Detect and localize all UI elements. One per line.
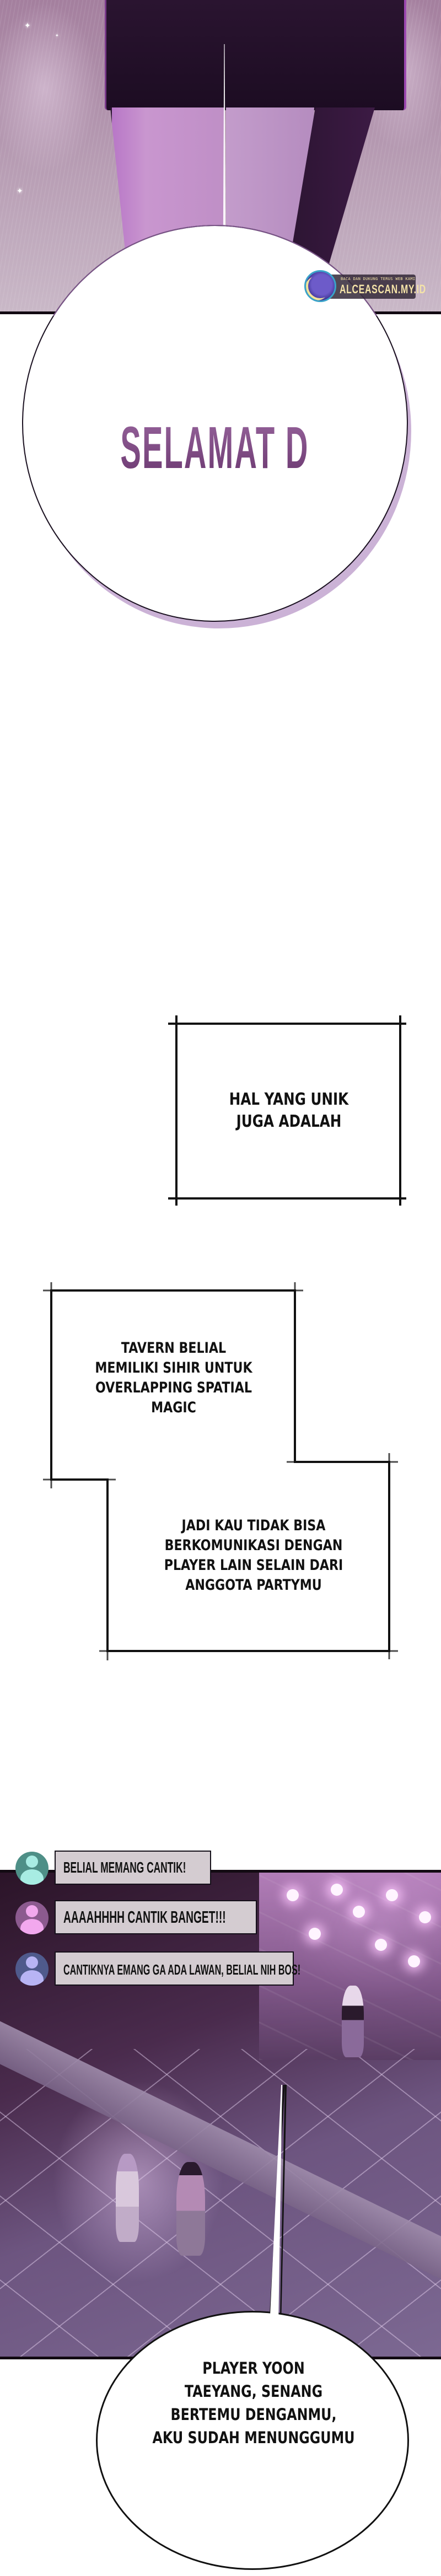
sparkle-icon: ✦: [24, 21, 31, 30]
avatar-head: [26, 1956, 38, 1969]
user-avatar-icon: [15, 1852, 49, 1885]
hanging-lamp-icon: [419, 1911, 431, 1923]
speech-bubble-belial: [96, 2311, 409, 2570]
watermark-plate: [326, 275, 416, 299]
narration-line: MAGIC: [151, 1399, 196, 1416]
chat-text: AAAAHHHH CANTIK BANGET!!!: [63, 1907, 226, 1927]
narration-text-part-2: JADI KAU TIDAK BISA BERKOMUNIKASI DENGAN…: [154, 1516, 353, 1595]
frame-line-bottom: [168, 1197, 406, 1200]
sparkle-icon: ✦: [55, 33, 59, 38]
chat-message: CANTIKNYA EMANG GA ADA LAWAN, BELIAL NIH…: [15, 1951, 300, 1987]
chat-bubble: AAAAHHHH CANTIK BANGET!!!: [55, 1900, 257, 1934]
chat-bubble: BELIAL MEMANG CANTIK!: [55, 1851, 211, 1885]
companion-figure: [116, 2154, 139, 2242]
sparkle-icon: ✦: [17, 187, 23, 196]
narration-box-1: HAL YANG UNIK JUGA ADALAH: [165, 1014, 408, 1207]
speech-line: AKU SUDAH MENUNGGUMU: [152, 2428, 355, 2447]
avatar-head: [26, 1905, 38, 1917]
narration-line: TAVERN BELIAL: [121, 1340, 227, 1357]
hanging-lamp-icon: [287, 1889, 299, 1901]
hanging-lamp-icon: [331, 1884, 343, 1896]
user-avatar-icon: [15, 1953, 49, 1986]
chat-text: CANTIKNYA EMANG GA ADA LAWAN, BELIAL NIH…: [63, 1961, 301, 1978]
chat-message: AAAAHHHH CANTIK BANGET!!!: [15, 1900, 258, 1935]
panel-tavern-scene: [0, 1870, 441, 2359]
narration-line: MEMILIKI SIHIR UNTUK: [95, 1359, 252, 1376]
crescent-moon-icon: [308, 274, 332, 298]
chat-text: BELIAL MEMANG CANTIK!: [63, 1859, 186, 1876]
narration-line: OVERLAPPING SPATIAL: [95, 1379, 252, 1396]
belial-figure: [342, 1986, 364, 2057]
speech-text-welcome: SELAMAT DATANG.: [120, 414, 430, 481]
watermark-tagline: BACA DAN DUKUNG TERUS WEB KAMI: [341, 277, 416, 281]
hanging-lamp-icon: [353, 1906, 365, 1918]
narration-text-part-1: TAVERN BELIAL MEMILIKI SIHIR UNTUK OVERL…: [81, 1338, 266, 1418]
avatar-body: [20, 1869, 44, 1885]
frame-line-left: [175, 1015, 178, 1206]
avatar-body: [20, 1919, 44, 1934]
narration-text: HAL YANG UNIK JUGA ADALAH: [197, 1089, 381, 1133]
hanging-lamp-icon: [386, 1889, 398, 1901]
skirt-illustration: [105, 0, 406, 110]
narration-line: HAL YANG UNIK: [229, 1090, 349, 1109]
speech-line: BERTEMU DENGANMU,: [170, 2405, 337, 2424]
user-avatar-icon: [15, 1901, 49, 1934]
yoon-taeyang-figure: [176, 2162, 205, 2256]
narration-box-2: TAVERN BELIAL MEMILIKI SIHIR UNTUK OVERL…: [0, 1268, 441, 1665]
moon-cat-logo-icon: [304, 270, 336, 302]
avatar-body: [20, 1970, 44, 1986]
speech-line: TAEYANG, SENANG: [184, 2382, 323, 2401]
avatar-head: [26, 1856, 38, 1868]
hanging-lamp-icon: [408, 1955, 420, 1967]
chat-bubble: CANTIKNYA EMANG GA ADA LAWAN, BELIAL NIH…: [55, 1951, 300, 1986]
chat-message: BELIAL MEMANG CANTIK!: [15, 1851, 214, 1886]
narration-line: JADI KAU TIDAK BISA: [181, 1517, 326, 1534]
frame-line-right: [399, 1015, 401, 1206]
frame-line-top: [168, 1023, 406, 1025]
hanging-lamp-icon: [375, 1939, 387, 1951]
light-gap: [223, 44, 226, 311]
narration-line: ANGGOTA PARTYMU: [185, 1577, 322, 1594]
speech-line: PLAYER YOON: [202, 2359, 305, 2378]
narration-line: PLAYER LAIN SELAIN DARI: [164, 1557, 343, 1574]
stepped-frame: [43, 1282, 398, 1660]
scanlation-watermark[interactable]: BACA DAN DUKUNG TERUS WEB KAMI ALCEASCAN…: [304, 270, 426, 303]
narration-line: JUGA ADALAH: [236, 1112, 342, 1131]
narration-line: BERKOMUNIKASI DENGAN: [164, 1537, 343, 1554]
hanging-lamp-icon: [309, 1928, 321, 1940]
speech-text-belial: PLAYER YOON TAEYANG, SENANG BERTEMU DENG…: [136, 2357, 371, 2449]
watermark-site-link[interactable]: ALCEASCAN.MY.ID: [340, 282, 426, 296]
